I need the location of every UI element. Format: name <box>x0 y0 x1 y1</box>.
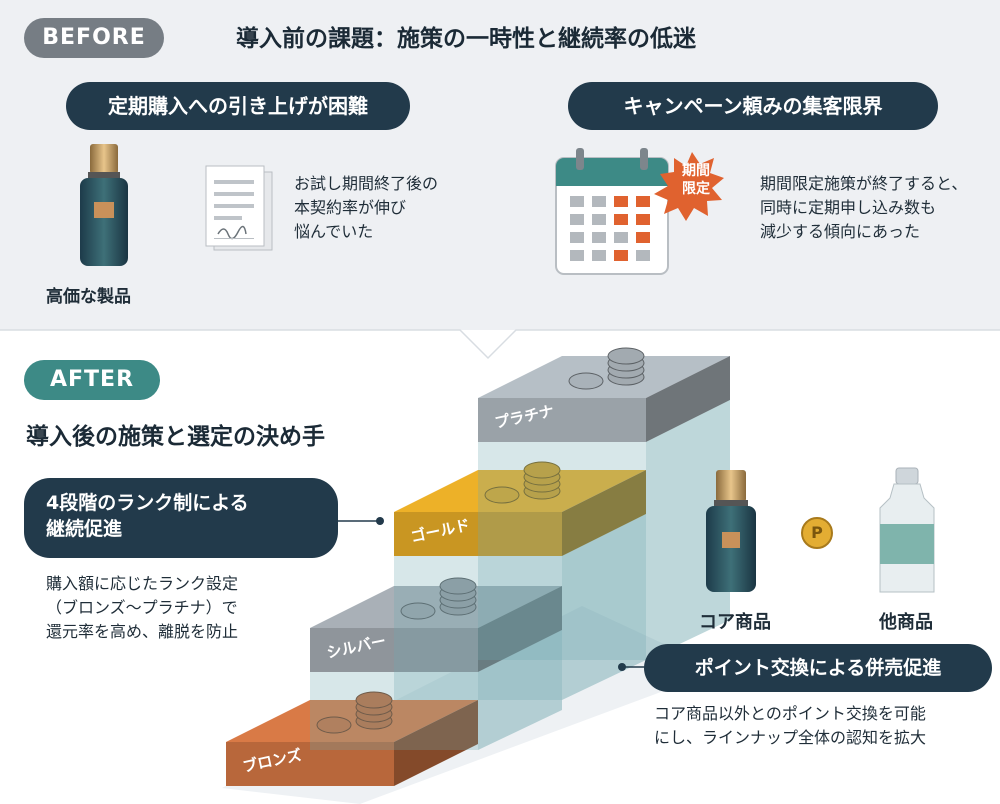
coin-single-0 <box>316 716 352 734</box>
point-coin-label: P <box>811 523 823 542</box>
core-product-label: コア商品 <box>699 612 771 633</box>
step-side-1 <box>478 586 562 672</box>
step-glass-front-3 <box>478 442 646 660</box>
coin-single-2 <box>484 486 520 504</box>
rank-connector <box>338 517 384 525</box>
step-side-3 <box>646 356 730 442</box>
step-glass-front-1 <box>310 672 478 750</box>
point-text: コア商品以外とのポイント交換を可能 にし、ラインナップ全体の認知を拡大 <box>654 704 927 747</box>
step-glass-side-1 <box>478 630 562 750</box>
other-product-label: 他商品 <box>879 612 933 633</box>
coin-stack-1-3 <box>439 577 477 595</box>
point-coin-icon <box>801 517 833 549</box>
product-label: 高価な製品 <box>46 287 131 307</box>
before-tag: BEFORE <box>24 18 164 58</box>
other-product-bottle-icon <box>879 467 935 593</box>
coin-stack-2-3 <box>523 461 561 479</box>
expensive-bottle-icon <box>80 144 128 266</box>
step-front-0 <box>226 742 394 786</box>
after-title: 導入後の施策と選定の決め手 <box>26 424 325 450</box>
calendar-icon <box>555 148 724 275</box>
coin-single-1 <box>400 602 436 620</box>
section-divider <box>0 329 1000 360</box>
before-panel <box>0 0 1000 330</box>
limited-badge: 期間 限定 <box>682 163 710 197</box>
coin-stack-3-3 <box>607 347 645 365</box>
core-product-bottle-icon <box>706 470 756 592</box>
point-heading: ポイント交換による併売促進 <box>644 644 992 692</box>
step-side-0 <box>394 700 478 786</box>
step-glass-front-2 <box>394 556 562 700</box>
before-right-text: 期間限定施策が終了すると、 同時に定期申し込み数も 減少する傾向にあった <box>760 174 968 241</box>
step-front-2 <box>394 512 562 556</box>
before-left-text: お試し期間終了後の 本契約率が伸び 悩んでいた <box>294 174 439 241</box>
before-title: 導入前の課題：施策の一時性と継続率の低迷 <box>236 26 696 52</box>
step-front-1 <box>310 628 478 672</box>
coin-stack-0-3 <box>355 691 393 709</box>
rank-heading: 4段階のランク制による 継続促進 <box>24 478 338 558</box>
before-right-heading: キャンペーン頼みの集客限界 <box>568 82 938 130</box>
step-side-2 <box>562 470 646 556</box>
step-front-3 <box>478 398 646 442</box>
after-tag: AFTER <box>24 360 160 400</box>
before-left-heading: 定期購入への引き上げが困難 <box>66 82 410 130</box>
rank-text: 購入額に応じたランク設定 （ブロンズ〜プラチナ）で 還元率を高め、離脱を防止 <box>46 574 239 641</box>
coin-single-3 <box>568 372 604 390</box>
step-glass-side-2 <box>562 514 646 700</box>
contract-document-icon <box>205 165 273 251</box>
step-glass-side-3 <box>646 400 730 660</box>
